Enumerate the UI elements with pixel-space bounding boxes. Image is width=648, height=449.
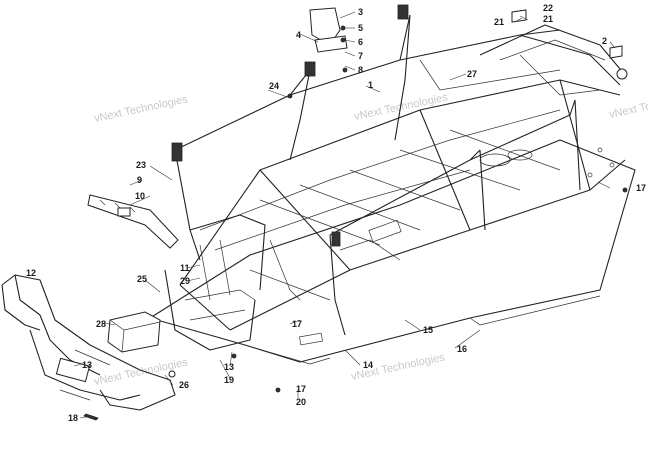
leader-lines	[73, 11, 616, 419]
callout-16: 16	[457, 344, 467, 354]
front-bumper	[1, 274, 176, 411]
callout-28: 28	[96, 319, 106, 329]
floor-pan	[149, 139, 636, 365]
callout-26: 26	[179, 380, 189, 390]
callout-25: 25	[137, 274, 147, 284]
callouts: 1 2 3 4 5 6 7 8 9 10 11 12 13 13 14 15 1…	[26, 3, 646, 423]
callout-21b: 21	[543, 14, 553, 24]
callout-17b: 17	[292, 319, 302, 329]
callout-21a: 21	[494, 17, 504, 27]
callout-11: 11	[180, 263, 190, 273]
main-frame	[164, 14, 626, 351]
callout-19: 19	[224, 375, 234, 385]
callout-17a: 17	[636, 183, 646, 193]
callout-3: 3	[358, 7, 363, 17]
upper-parts	[171, 4, 628, 247]
callout-5: 5	[358, 23, 363, 33]
fasteners	[83, 67, 628, 421]
callout-17c: 17	[296, 384, 306, 394]
callout-13a: 13	[82, 360, 92, 370]
front-brace	[87, 194, 179, 249]
callout-23: 23	[136, 160, 146, 170]
callout-2: 2	[602, 36, 607, 46]
callout-13b: 13	[224, 362, 234, 372]
callout-4: 4	[296, 30, 301, 40]
callout-7: 7	[358, 51, 363, 61]
controller-box	[107, 311, 161, 353]
callout-20: 20	[296, 397, 306, 407]
callout-1: 1	[368, 80, 373, 90]
watermark: vNext Technologies	[93, 93, 189, 125]
callout-12: 12	[26, 268, 36, 278]
callout-8: 8	[358, 65, 363, 75]
callout-29: 29	[180, 276, 190, 286]
callout-14: 14	[363, 360, 373, 370]
callout-24: 24	[269, 81, 279, 91]
callout-10: 10	[135, 191, 145, 201]
callout-9: 9	[137, 175, 142, 185]
callout-27: 27	[467, 69, 477, 79]
callout-18: 18	[68, 413, 78, 423]
callout-15: 15	[423, 325, 433, 335]
callout-22: 22	[543, 3, 553, 13]
callout-6: 6	[358, 37, 363, 47]
